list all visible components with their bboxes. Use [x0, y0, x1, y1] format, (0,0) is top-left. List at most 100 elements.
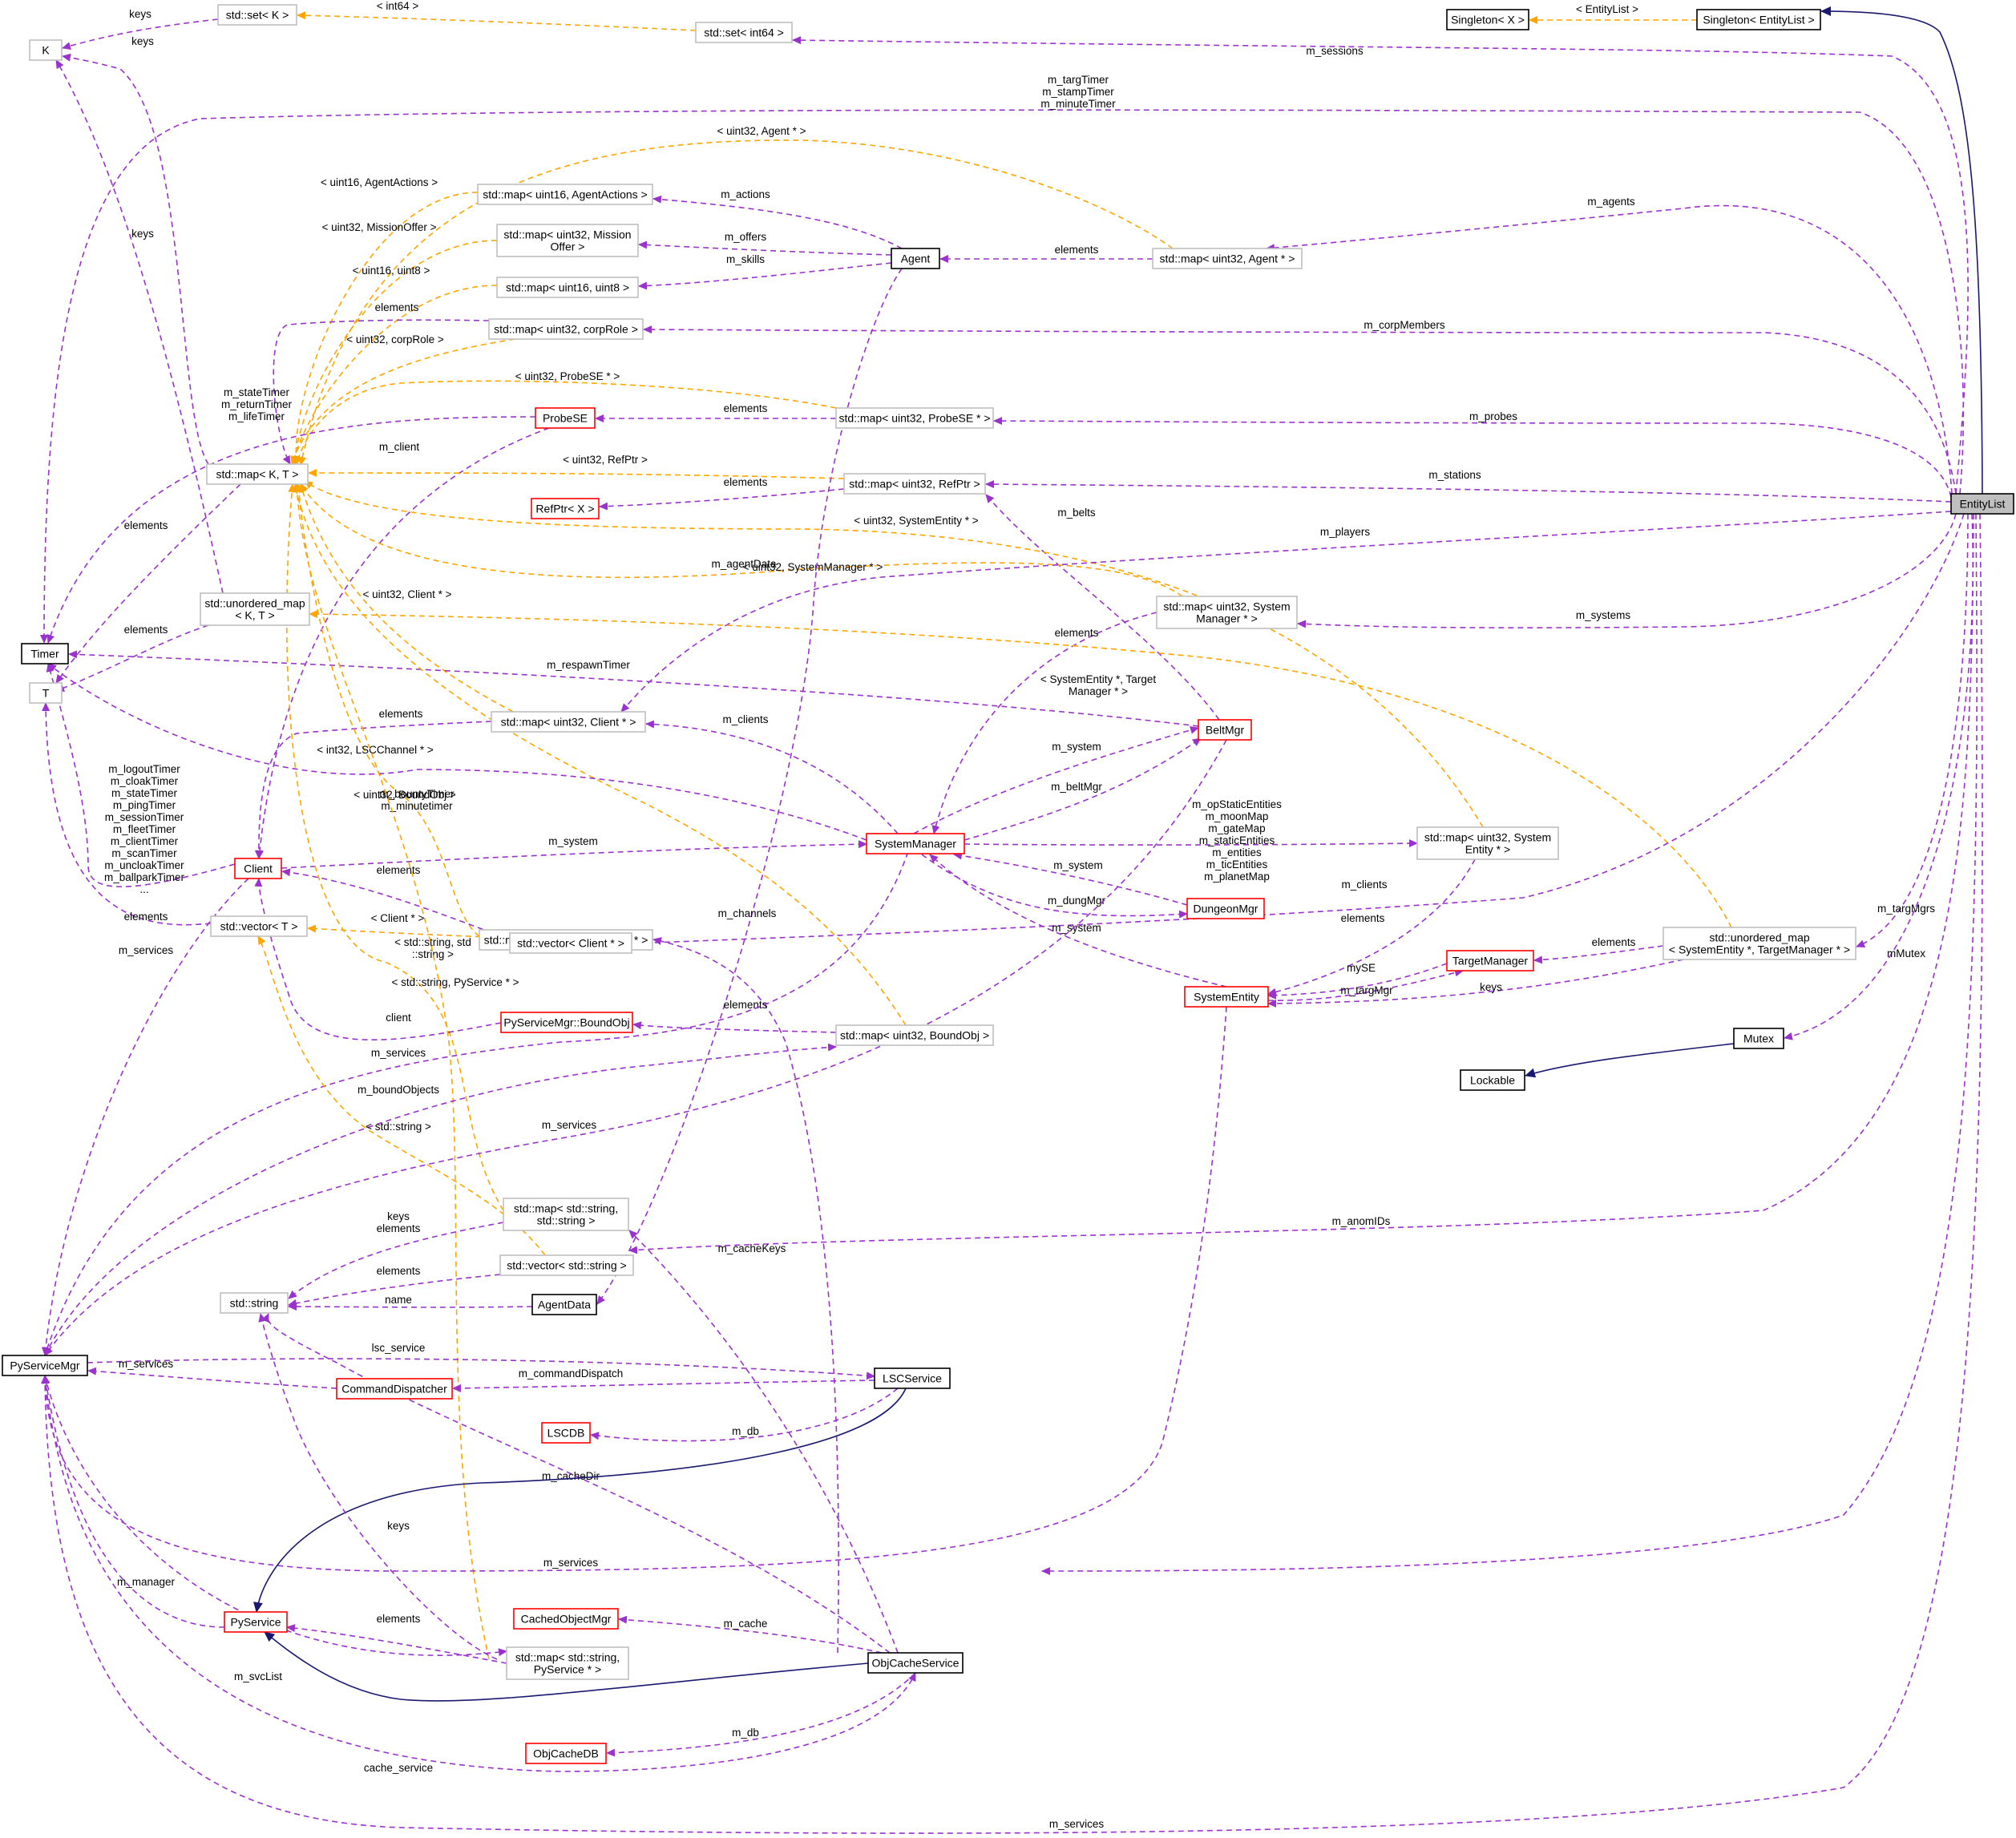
node-label: std::set< K >: [226, 9, 289, 22]
edge-m-targmgrs: m_targMgrs: [1856, 513, 1969, 947]
node-refptr-x[interactable]: RefPtr< X >: [531, 498, 600, 519]
node-map-u32-agent[interactable]: std::map< uint32, Agent * >: [1152, 248, 1303, 269]
edge-m-anomids: m_anomIDs: [628, 513, 1974, 1254]
node-vector-t[interactable]: std::vector< T >: [210, 915, 308, 937]
edge-tmpl-mission: < uint32, MissionOffer >: [291, 221, 498, 465]
edge-map-kt-elements: elements: [55, 483, 241, 684]
edge-mutex-lockable: [1525, 1043, 1735, 1078]
node-pyservicemgr[interactable]: PyServiceMgr: [2, 1355, 88, 1376]
node-box: [525, 1743, 607, 1764]
node-box: [1446, 9, 1529, 30]
edge-label: m_returnTimer: [221, 398, 293, 410]
edge-probese-elements: elements: [595, 402, 836, 422]
edge-line: [46, 416, 536, 644]
node-map-u32-client[interactable]: std::map< uint32, Client * >: [491, 711, 646, 733]
edge-label: m_stations: [1428, 469, 1481, 481]
node-beltmgr[interactable]: BeltMgr: [1198, 719, 1252, 741]
node-t[interactable]: T: [29, 682, 63, 704]
edge-line: [638, 240, 892, 256]
node-set-int64[interactable]: std::set< int64 >: [695, 22, 793, 43]
edge-line: [42, 878, 249, 1356]
node-lockable[interactable]: Lockable: [1460, 1069, 1525, 1091]
node-objcachedb[interactable]: ObjCacheDB: [525, 1743, 607, 1764]
node-label: std::map< uint32, System: [1424, 831, 1551, 844]
node-unordered-se-tm[interactable]: std::unordered_map< SystemEntity *, Targ…: [1662, 927, 1856, 960]
edge-label: Manager * >: [1069, 685, 1128, 697]
edge-se-elements: elements: [1267, 858, 1476, 996]
node-map-u32-mission[interactable]: std::map< uint32, MissionOffer >: [496, 224, 639, 257]
edge-label: < uint32, RefPtr >: [563, 454, 648, 466]
node-objcacheservice[interactable]: ObjCacheService: [867, 1652, 964, 1674]
edge-line: [62, 18, 219, 50]
edge-label: m_services: [543, 1557, 599, 1569]
edge-m-services-se: m_services: [41, 1006, 1227, 1572]
edge-m-stations: m_stations: [985, 469, 1952, 503]
node-unordered-kt[interactable]: std::unordered_map< K, T >: [200, 592, 310, 626]
node-map-u32-sysentity[interactable]: std::map< uint32, SystemEntity * >: [1416, 826, 1559, 860]
node-client[interactable]: Client: [234, 858, 282, 879]
node-label: < SystemEntity *, TargetManager * >: [1669, 943, 1850, 956]
edge-line: [652, 195, 903, 249]
node-label: ProbeSE: [543, 412, 588, 425]
node-probese[interactable]: ProbeSE: [535, 407, 596, 429]
node-label: BeltMgr: [1206, 724, 1245, 737]
edge-line: [304, 480, 1484, 828]
node-mutex[interactable]: Mutex: [1733, 1028, 1784, 1049]
edge-m-channels: m_channels: [652, 907, 839, 1654]
edge-label: m_systems: [1576, 609, 1631, 621]
edge-line: [62, 53, 209, 465]
edge-line: [290, 285, 498, 465]
node-map-u16-u8[interactable]: std::map< uint16, uint8 >: [496, 277, 639, 298]
node-agent[interactable]: Agent: [891, 248, 940, 269]
node-label: ObjCacheDB: [533, 1747, 599, 1760]
node-map-kt[interactable]: std::map< K, T >: [206, 463, 309, 485]
edge-line: [55, 59, 224, 594]
node-agentdata[interactable]: AgentData: [531, 1294, 597, 1315]
node-map-u32-boundobj[interactable]: std::map< uint32, BoundObj >: [835, 1024, 994, 1046]
node-commanddispatcher[interactable]: CommandDispatcher: [336, 1378, 453, 1400]
node-lscservice[interactable]: LSCService: [874, 1367, 951, 1389]
node-targetmanager[interactable]: TargetManager: [1446, 950, 1534, 972]
edge-agentdata-name: name: [288, 1294, 533, 1311]
node-map-str-str[interactable]: std::map< std::string,std::string >: [503, 1198, 629, 1231]
node-map-str-pyservice[interactable]: std::map< std::string,PyService * >: [506, 1646, 629, 1680]
node-dungeonmgr[interactable]: DungeonMgr: [1186, 898, 1265, 919]
node-lscdb[interactable]: LSCDB: [541, 1422, 591, 1444]
node-timer[interactable]: Timer: [21, 643, 69, 665]
node-label: RefPtr< X >: [535, 503, 594, 515]
edge-line: [985, 494, 1220, 721]
edge-label: < int64 >: [377, 0, 419, 12]
edge-label: m_services: [371, 1047, 426, 1059]
node-pyservice[interactable]: PyService: [224, 1611, 288, 1633]
edge-label: mMutex: [1887, 947, 1925, 959]
edge-line: [628, 1230, 899, 1654]
node-singleton-el[interactable]: Singleton< EntityList >: [1696, 9, 1821, 30]
node-vector-client[interactable]: std::vector< Client * >: [509, 932, 632, 954]
edge-line: [258, 1313, 498, 1660]
node-cachedobjectmgr[interactable]: CachedObjectMgr: [513, 1608, 619, 1630]
node-set-k[interactable]: std::set< K >: [217, 4, 297, 26]
node-string[interactable]: std::string: [220, 1292, 289, 1314]
node-label: std::vector< T >: [220, 920, 298, 933]
node-map-u32-refptr[interactable]: std::map< uint32, RefPtr >: [843, 473, 986, 495]
node-systementity[interactable]: SystemEntity: [1184, 986, 1269, 1008]
edge-label: m_services: [119, 944, 174, 956]
edge-line: [645, 720, 899, 834]
node-box: [1696, 9, 1821, 30]
node-vector-str[interactable]: std::vector< std::string >: [499, 1254, 634, 1276]
node-pysvcmgr-boundobj[interactable]: PyServiceMgr::BoundObj: [500, 1012, 633, 1033]
node-map-u16-actions[interactable]: std::map< uint16, AgentActions >: [477, 184, 653, 205]
node-singleton-x[interactable]: Singleton< X >: [1446, 9, 1529, 30]
node-k[interactable]: K: [29, 39, 63, 61]
node-map-u32-corprole[interactable]: std::map< uint32, corpRole >: [488, 318, 644, 340]
edge-line: [253, 1388, 907, 1613]
edge-m-services-el-bottom: m_services: [41, 513, 1983, 1834]
edge-label: elements: [1055, 627, 1099, 639]
edge-probese-client: m_client: [256, 427, 550, 859]
edge-label: client: [386, 1012, 411, 1024]
edge-line: [309, 610, 1732, 928]
node-entitylist[interactable]: EntityList: [1950, 493, 2014, 515]
node-map-u32-probese[interactable]: std::map< uint32, ProbeSE * >: [835, 407, 994, 429]
node-systemmanager[interactable]: SystemManager: [866, 833, 965, 854]
node-map-u32-sysmgr[interactable]: std::map< uint32, SystemManager * >: [1156, 596, 1298, 629]
